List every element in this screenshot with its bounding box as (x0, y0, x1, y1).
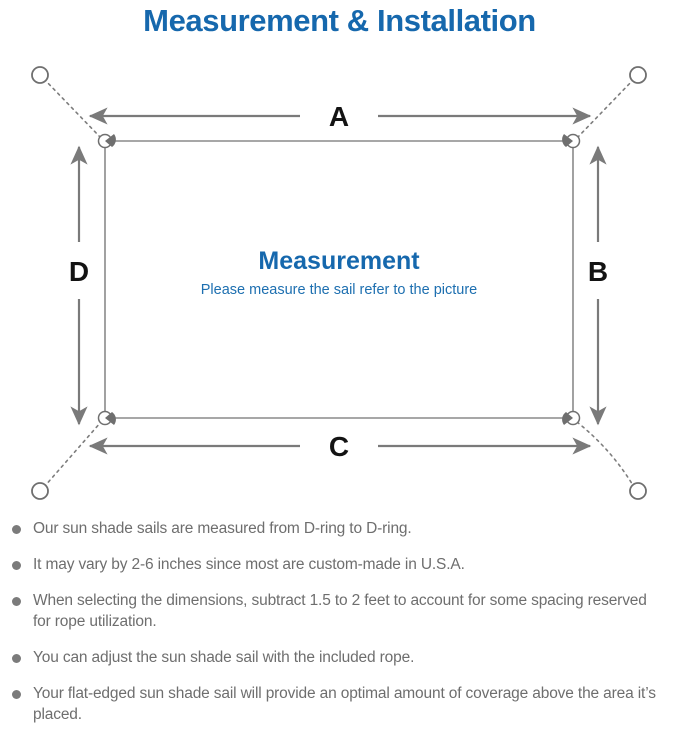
bullet-icon (12, 561, 21, 570)
diagram-center-subtitle: Please measure the sail refer to the pic… (201, 282, 477, 298)
bullet-icon (12, 597, 21, 606)
d-ring-webbing (105, 134, 573, 425)
sail-body (104, 140, 574, 419)
note-text: Your flat-edged sun shade sail will prov… (33, 685, 656, 723)
rope-top-left (43, 78, 102, 139)
dimension-arrows (70, 107, 607, 455)
webbing-top-left (105, 134, 116, 147)
list-item: When selecting the dimensions, subtract … (0, 590, 679, 632)
bullet-icon (12, 654, 21, 663)
diagram-center-title: Measurement (258, 247, 420, 275)
list-item: You can adjust the sun shade sail with t… (0, 647, 679, 668)
notes-list: Our sun shade sails are measured from D-… (0, 518, 679, 740)
note-text: You can adjust the sun shade sail with t… (33, 649, 415, 666)
webbing-bottom-left (105, 412, 116, 425)
page-title: Measurement & Installation (143, 3, 536, 38)
anchor-rings (31, 66, 647, 500)
rope-bottom-left (43, 421, 102, 488)
webbing-top-right (562, 134, 573, 147)
bullet-icon (12, 690, 21, 699)
note-text: When selecting the dimensions, subtract … (33, 592, 647, 630)
rope-lines (43, 78, 635, 488)
bullet-icon (12, 525, 21, 534)
anchor-bottom-right (629, 482, 647, 500)
dimension-label-a: A (329, 101, 349, 132)
measurement-diagram: A C D B Measurement Please measure the s… (0, 46, 679, 516)
anchor-bottom-left (31, 482, 49, 500)
webbing-bottom-right (562, 412, 573, 425)
list-item: Our sun shade sails are measured from D-… (0, 518, 679, 539)
rope-top-right (576, 78, 635, 139)
measurement-diagram-svg: A C D B Measurement Please measure the s… (31, 66, 647, 500)
note-text: It may vary by 2-6 inches since most are… (33, 556, 465, 573)
anchor-top-left (31, 66, 49, 84)
anchor-top-right (629, 66, 647, 84)
list-item: Your flat-edged sun shade sail will prov… (0, 683, 679, 725)
list-item: It may vary by 2-6 inches since most are… (0, 554, 679, 575)
dimension-label-d: D (69, 256, 89, 287)
note-text: Our sun shade sails are measured from D-… (33, 520, 412, 537)
dimension-label-c: C (329, 431, 349, 462)
rope-bottom-right (576, 421, 635, 488)
dimension-label-b: B (588, 256, 608, 287)
